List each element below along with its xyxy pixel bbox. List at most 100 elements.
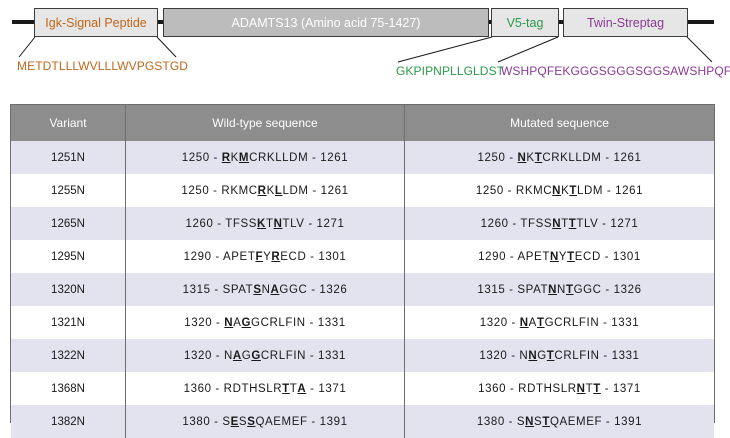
table-header-row: Variant Wild-type sequence Mutated seque… — [11, 105, 714, 141]
sequence-segment: Y — [263, 250, 272, 263]
sequence-segment: 1320 - — [184, 316, 225, 329]
mutated-sequence-cell: 1360 - RDTHSLRNTT - 1371 — [404, 372, 714, 405]
sequence-segment: CRLFIN - 1331 — [260, 349, 347, 362]
sequence-segment: 1380 - S — [476, 415, 526, 428]
variant-cell: 1255N — [11, 174, 126, 207]
mutated-residue: N — [549, 250, 559, 263]
sequence-segment: 1360 - RDTHSLR — [478, 382, 577, 395]
mutated-residue: T — [534, 151, 543, 164]
mutated-residue: T — [536, 316, 545, 329]
sequence-segment: K — [526, 151, 535, 164]
wild-type-sequence-cell: 1320 - NAGGCRLFIN - 1331 — [125, 339, 405, 372]
wild-type-sequence-cell: 1290 - APETFYRECD - 1301 — [125, 240, 405, 273]
mutated-residue: R — [271, 250, 281, 263]
sequence-segment: GGC - 1326 — [573, 283, 642, 296]
sequence-text: 1290 - APETNYTECD - 1301 — [478, 251, 641, 263]
sequence-segment: QAEMEF - 1391 — [255, 415, 348, 428]
mutated-sequence-cell: 1260 - TFSSNTTTLV - 1271 — [404, 207, 714, 240]
mutated-sequence-cell: 1380 - SNSTQAEMEF - 1391 — [404, 405, 714, 438]
sequence-text: 1320 - NAGGCRLFIN - 1331 — [184, 350, 346, 362]
header-wild-type: Wild-type sequence — [125, 105, 405, 141]
sequence-segment: 1320 - N — [479, 349, 529, 362]
v5-leader-right — [497, 36, 559, 63]
mutated-residue: T — [542, 415, 550, 428]
mutated-residue: A — [232, 349, 242, 362]
variant-cell: 1251N — [11, 141, 126, 174]
sequence-text: 1320 - NNGTCRLFIN - 1331 — [479, 350, 639, 362]
wild-type-sequence-cell: 1250 - RKMCRKLLDM - 1261 — [125, 174, 405, 207]
variant-cell: 1265N — [11, 207, 126, 240]
sequence-segment: 1250 - RKMC — [475, 184, 553, 197]
signal-peptide-domain: Igk-Signal Peptide — [34, 8, 158, 37]
signal-leader-left — [18, 36, 36, 58]
sequence-segment: ECD - 1301 — [574, 250, 641, 263]
sequence-segment: 1320 - N — [183, 349, 233, 362]
sequence-segment: CRKLLDM - 1261 — [249, 151, 349, 164]
sequence-segment: K — [266, 184, 275, 197]
sequence-segment: Y — [558, 250, 568, 263]
mutated-residue: N — [576, 382, 586, 395]
mutated-residue: T — [546, 349, 555, 362]
mutated-residue: A — [270, 283, 280, 296]
sequence-segment: 1380 - S — [182, 415, 231, 428]
sequence-segment: T — [265, 217, 274, 230]
mutated-residue: A — [297, 382, 307, 395]
mutated-residue: R — [257, 184, 267, 197]
mutated-sequence-cell: 1290 - APETNYTECD - 1301 — [404, 240, 714, 273]
sequence-segment: S — [534, 415, 543, 428]
sequence-segment: CRKLLDM - 1261 — [542, 151, 642, 164]
sequence-segment: K — [561, 184, 570, 197]
twin-streptag-sequence: WSHPQFEKGGGSGGGSGGSAWSHPQFEK — [501, 64, 730, 78]
wild-type-sequence-cell: 1380 - SESSQAEMEF - 1391 — [125, 405, 405, 438]
header-variant: Variant — [11, 105, 126, 141]
mutated-residue: T — [567, 250, 575, 263]
v5-tag-domain: V5-tag — [491, 8, 559, 37]
twin-leader-right — [686, 36, 713, 63]
sequence-segment: G — [241, 349, 252, 362]
wild-type-sequence-cell: 1315 - SPATSNAGGC - 1326 — [125, 273, 405, 306]
sequence-segment: 1290 - APET — [478, 250, 550, 263]
construct-diagram: Igk-Signal Peptide ADAMTS13 (Amino acid … — [0, 0, 730, 95]
variant-cell: 1321N — [11, 306, 126, 339]
sequence-segment: - 1371 — [600, 382, 641, 395]
sequence-text: 1315 - SPATNNTGGC - 1326 — [477, 284, 641, 296]
mutated-residue: G — [251, 349, 261, 362]
mutated-residue: L — [274, 184, 283, 197]
mutated-residue: T — [565, 283, 574, 296]
sequence-text: 1380 - SNSTQAEMEF - 1391 — [477, 416, 642, 428]
v5-leader-left — [397, 36, 493, 63]
variant-cell: 1322N — [11, 339, 126, 372]
mutated-sequence-cell: 1320 - NNGTCRLFIN - 1331 — [404, 339, 714, 372]
mutated-residue: N — [552, 217, 562, 230]
sequence-segment: ECD - 1301 — [280, 250, 347, 263]
sequence-segment: 1260 - TFSS — [480, 217, 553, 230]
sequence-segment: LDM - 1261 — [576, 184, 644, 197]
mutated-residue: T — [568, 217, 577, 230]
mutated-residue: M — [238, 151, 250, 164]
wild-type-sequence-cell: 1360 - RDTHSLRTTA - 1371 — [125, 372, 405, 405]
sequence-text: 1360 - RDTHSLRTTA - 1371 — [184, 383, 347, 395]
sequence-segment: 1250 - — [181, 151, 222, 164]
sequence-text: 1315 - SPATSNAGGC - 1326 — [183, 284, 348, 296]
sequence-segment: TLV - 1271 — [576, 217, 639, 230]
sequence-segment: 1290 - APET — [183, 250, 256, 263]
mutated-residue: G — [241, 316, 252, 329]
sequence-text: 1250 - NKTCRKLLDM - 1261 — [478, 152, 642, 164]
sequence-segment: T — [585, 382, 594, 395]
sequence-segment: GGC - 1326 — [279, 283, 348, 296]
mutated-residue: N — [519, 316, 529, 329]
mutated-residue: N — [273, 217, 283, 230]
sequence-text: 1380 - SESSQAEMEF - 1391 — [182, 416, 347, 428]
twin-streptag-domain: Twin-Streptag — [563, 8, 688, 37]
mutated-residue: T — [593, 382, 601, 395]
mutated-residue: N — [525, 415, 535, 428]
variant-cell: 1382N — [11, 405, 126, 438]
sequence-segment: 1250 - RKMC — [181, 184, 258, 197]
